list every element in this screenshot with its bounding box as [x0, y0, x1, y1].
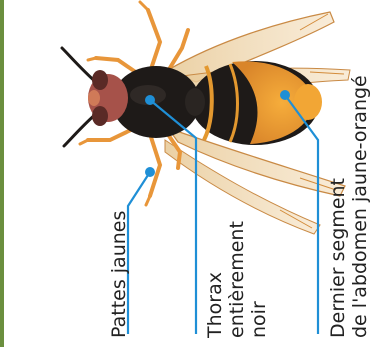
- label-thorax-line-3: noir: [248, 221, 270, 338]
- label-legs-line-1: Pattes jaunes: [108, 211, 130, 338]
- label-thorax: Thorax entièrement noir: [204, 221, 270, 338]
- label-abdomen: Dernier segment de l'abdomen jaune-orang…: [327, 75, 371, 338]
- label-abdomen-line-2: de l'abdomen jaune-orangé: [349, 75, 371, 338]
- legs-marker: [145, 167, 155, 177]
- label-legs: Pattes jaunes: [108, 211, 130, 338]
- thorax-marker: [145, 95, 155, 105]
- label-thorax-line-1: Thorax: [204, 221, 226, 338]
- abdomen-marker: [280, 90, 290, 100]
- label-thorax-line-2: entièrement: [226, 221, 248, 338]
- label-abdomen-line-1: Dernier segment: [327, 75, 349, 338]
